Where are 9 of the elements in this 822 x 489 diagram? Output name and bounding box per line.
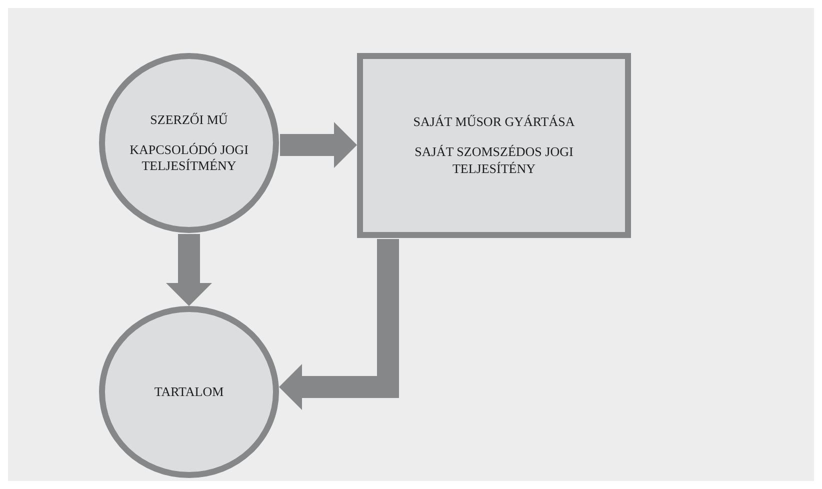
node-label: TARTALOM	[154, 384, 224, 400]
node-label: SAJÁT SZOMSZÉDOS JOGI TELJESÍTÉNY	[414, 144, 574, 177]
node-label: SZERZŐI MŰ	[150, 112, 228, 128]
block-arrow	[279, 239, 399, 410]
node-label: SAJÁT MŰSOR GYÁRTÁSA	[413, 114, 575, 130]
node-label: KAPCSOLÓDÓ JOGI TELJESÍTMÉNY	[128, 142, 250, 174]
block-arrow	[166, 234, 212, 306]
rectangle-node	[357, 53, 631, 238]
block-arrow	[280, 122, 357, 168]
